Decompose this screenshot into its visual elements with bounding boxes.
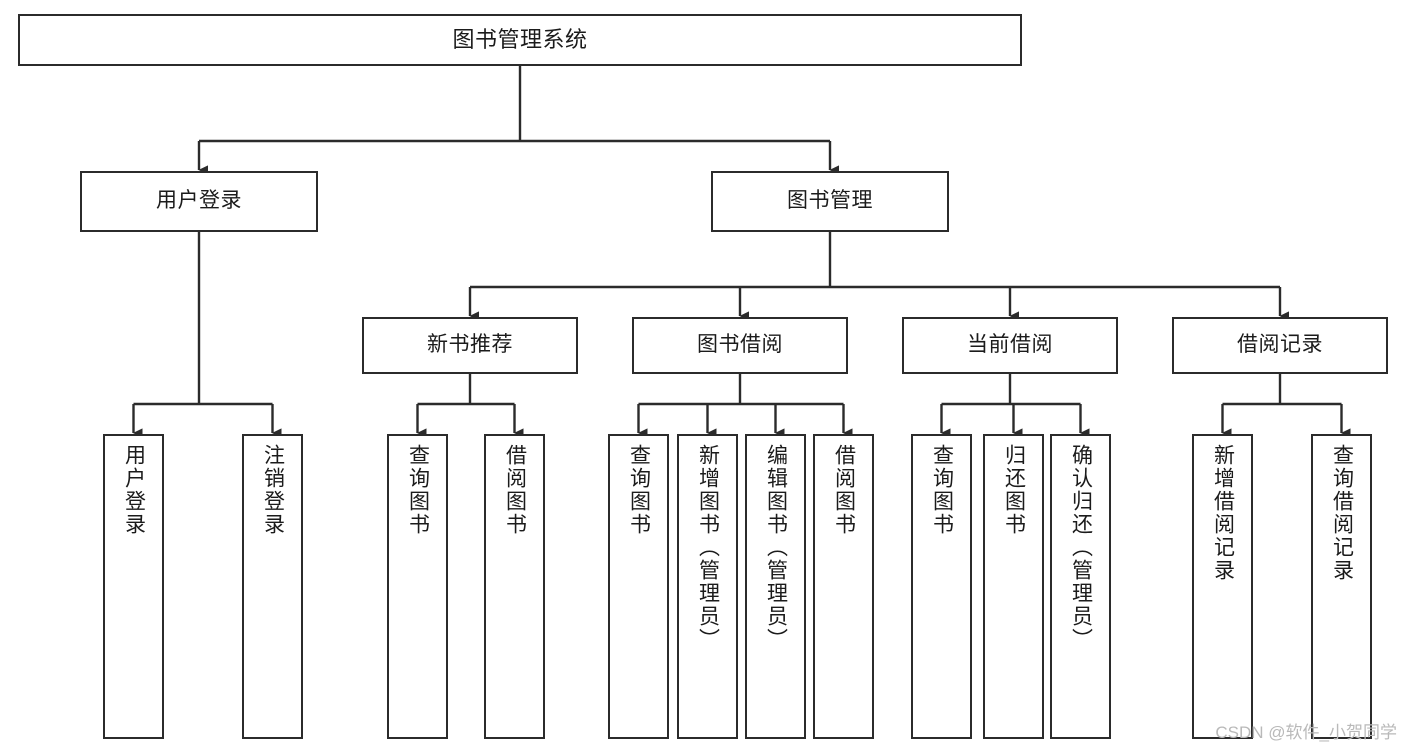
node-label: 借阅图书 bbox=[832, 444, 856, 536]
node-label: 编辑图书（管理员） bbox=[764, 444, 788, 651]
node-leaf-borrow-query[interactable]: 查询图书 bbox=[608, 434, 669, 739]
node-leaf-cur-query[interactable]: 查询图书 bbox=[911, 434, 972, 739]
node-leaf-borrow-add[interactable]: 新增图书（管理员） bbox=[677, 434, 738, 739]
node-leaf-user-login[interactable]: 用户登录 bbox=[103, 434, 164, 739]
node-leaf-borrow-lend[interactable]: 借阅图书 bbox=[813, 434, 874, 739]
node-label: 注销登录 bbox=[261, 444, 285, 536]
node-label: 用户登录 bbox=[122, 444, 146, 536]
csdn-watermark: CSDN @软件_小贺同学 bbox=[1215, 723, 1397, 742]
node-label: 新增图书（管理员） bbox=[696, 444, 720, 651]
node-label: 图书管理 bbox=[787, 189, 873, 213]
node-label: 查询借阅记录 bbox=[1330, 444, 1354, 582]
node-label: 查询图书 bbox=[930, 444, 954, 536]
node-borrow[interactable]: 图书借阅 bbox=[632, 317, 848, 374]
node-label: 查询图书 bbox=[406, 444, 430, 536]
node-label: 用户登录 bbox=[156, 189, 242, 213]
node-leaf-user-logout[interactable]: 注销登录 bbox=[242, 434, 303, 739]
node-label: 借阅记录 bbox=[1237, 333, 1323, 357]
node-label: 图书管理系统 bbox=[452, 27, 588, 53]
node-leaf-rec-query[interactable]: 查询借阅记录 bbox=[1311, 434, 1372, 739]
node-label: 图书借阅 bbox=[697, 333, 783, 357]
node-leaf-cur-confirm[interactable]: 确认归还（管理员） bbox=[1050, 434, 1111, 739]
node-leaf-borrow-edit[interactable]: 编辑图书（管理员） bbox=[745, 434, 806, 739]
node-leaf-new-query[interactable]: 查询图书 bbox=[387, 434, 448, 739]
node-leaf-new-borrow[interactable]: 借阅图书 bbox=[484, 434, 545, 739]
node-leaf-cur-return[interactable]: 归还图书 bbox=[983, 434, 1044, 739]
node-bookmgmt[interactable]: 图书管理 bbox=[711, 171, 949, 232]
node-login[interactable]: 用户登录 bbox=[80, 171, 318, 232]
node-label: 新书推荐 bbox=[427, 333, 513, 357]
node-label: 查询图书 bbox=[627, 444, 651, 536]
node-records[interactable]: 借阅记录 bbox=[1172, 317, 1388, 374]
node-label: 当前借阅 bbox=[967, 333, 1053, 357]
node-label: 确认归还（管理员） bbox=[1069, 444, 1093, 651]
node-label: 借阅图书 bbox=[503, 444, 527, 536]
node-leaf-rec-add[interactable]: 新增借阅记录 bbox=[1192, 434, 1253, 739]
node-label: 新增借阅记录 bbox=[1211, 444, 1235, 582]
node-label: 归还图书 bbox=[1002, 444, 1026, 536]
node-current[interactable]: 当前借阅 bbox=[902, 317, 1118, 374]
node-newbook[interactable]: 新书推荐 bbox=[362, 317, 578, 374]
node-root[interactable]: 图书管理系统 bbox=[18, 14, 1022, 66]
